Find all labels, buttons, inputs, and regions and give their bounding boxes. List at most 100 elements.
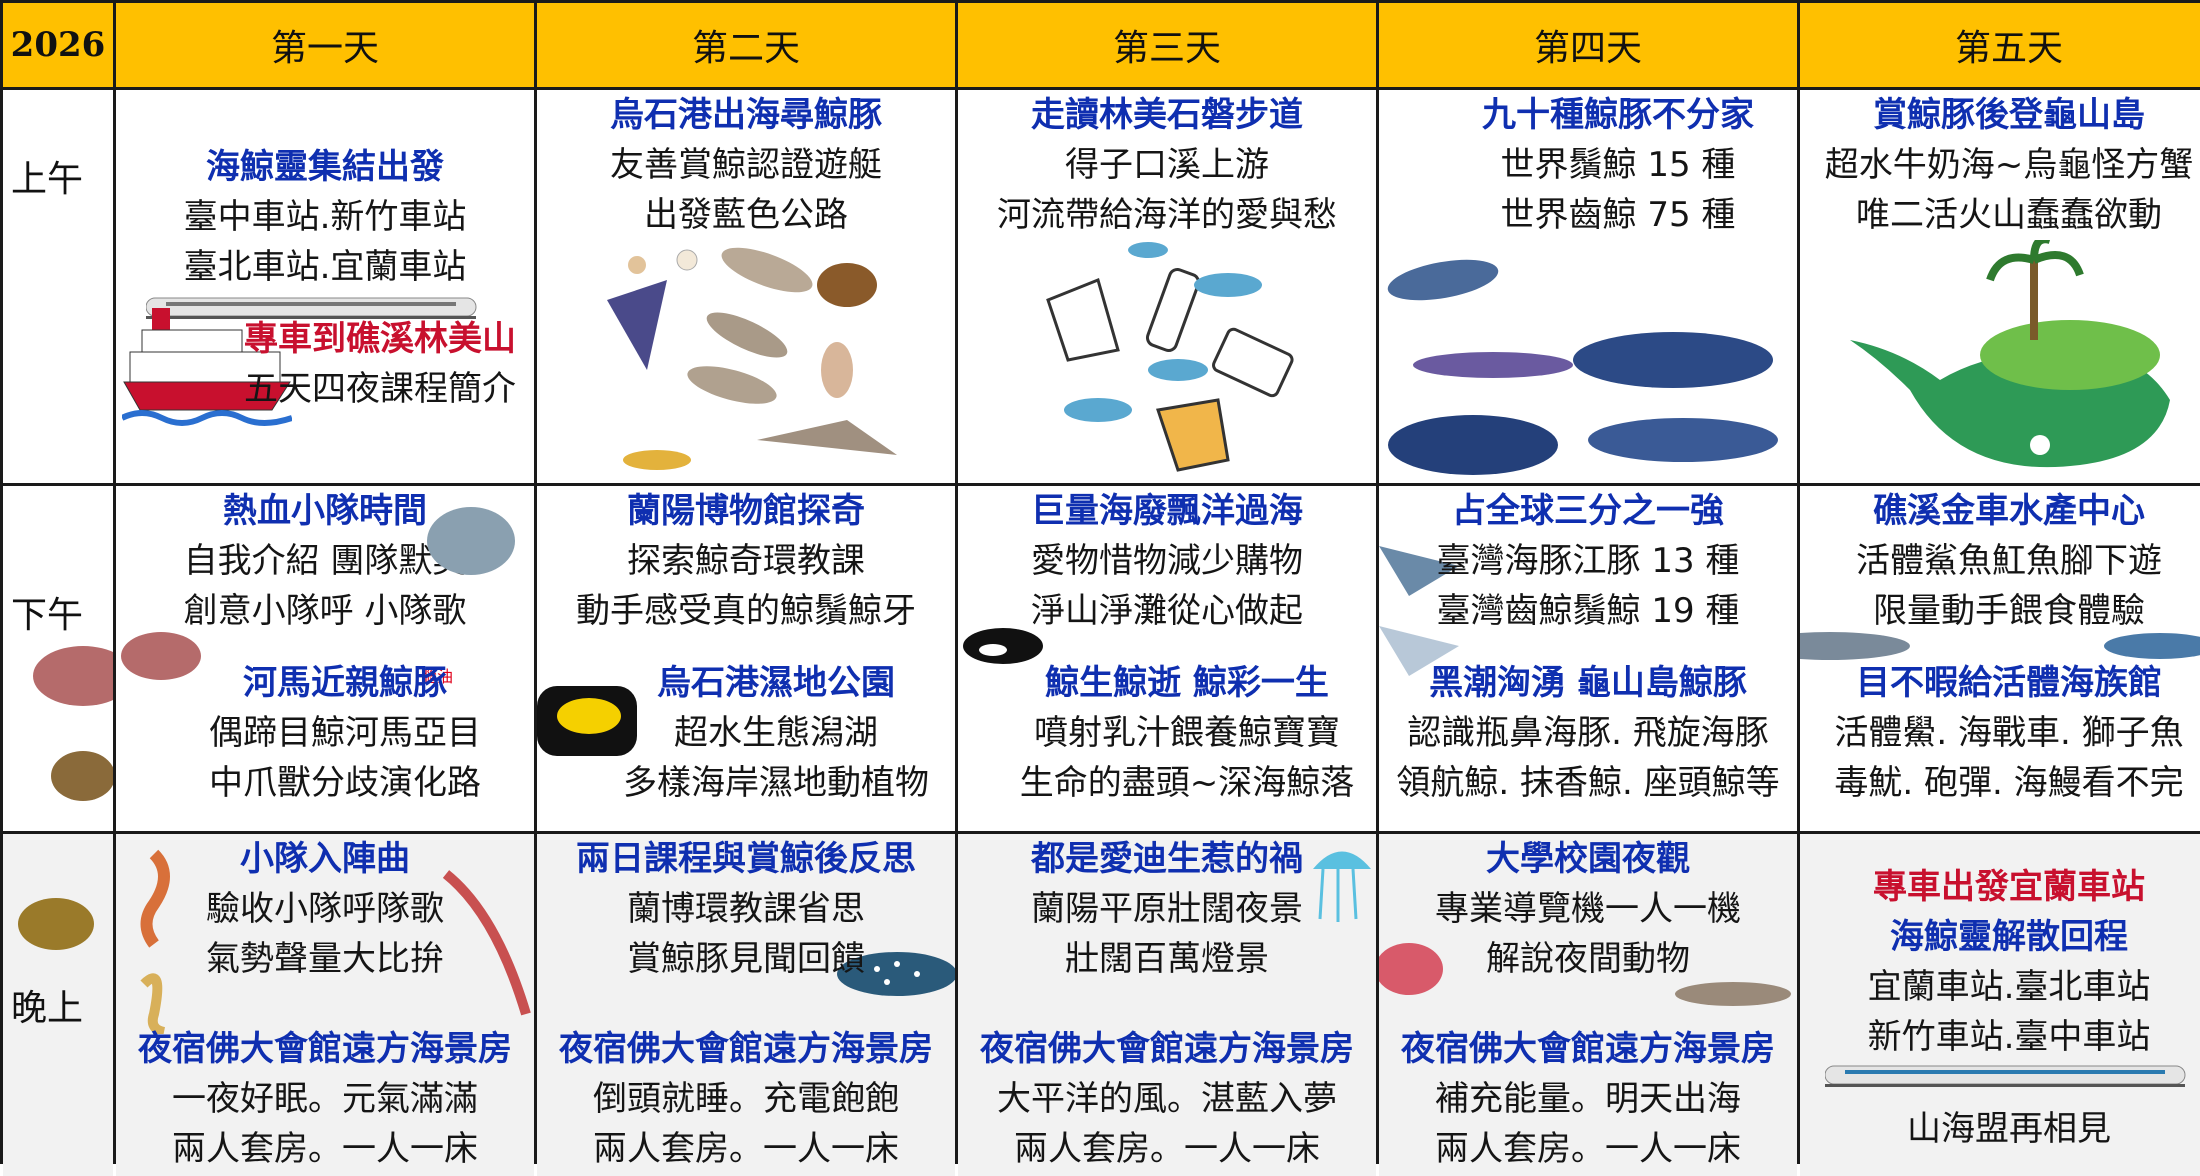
- morning-day3: 走讀林美石磐步道 得子口溪上游 河流帶給海洋的愛與愁: [958, 90, 1376, 483]
- evening-day5: 專車出發宜蘭車站 海鯨靈解散回程 宜蘭車站.臺北車站 新竹車站.臺中車站 山海盟…: [1800, 834, 2200, 1176]
- evening-day3-line4: 兩人套房。一人一床: [1014, 1129, 1320, 1169]
- whale-shark-icon: [837, 952, 955, 996]
- jellyfish-icon: [1313, 851, 1371, 922]
- afternoon-day4-line3: 認識瓶鼻海豚. 飛旋海豚: [1407, 713, 1769, 753]
- afternoon-day5-line1: 活體鯊魚魟魚腳下遊: [1856, 541, 2162, 581]
- row-label-evening: 晚上: [11, 988, 84, 1029]
- evening-day2-line2: 賞鯨豚見聞回饋: [627, 939, 865, 979]
- evening-day3-line1: 蘭陽平原壯闊夜景: [1031, 889, 1303, 929]
- afternoon-day5-line3: 活體鱟. 海戰車. 獅子魚: [1834, 713, 2184, 753]
- sunfish-icon: [427, 507, 515, 575]
- afternoon-day1-title2: 河馬近親鯨豚: [243, 663, 447, 703]
- evening-day4-title2: 夜宿佛大會館遠方海景房: [1401, 1029, 1775, 1069]
- evening-day1-line3: 一夜好眠。元氣滿滿: [172, 1079, 478, 1119]
- afternoon-day3-line1: 愛物惜物減少購物: [1031, 541, 1303, 581]
- morning-day1-title2: 專車到礁溪林美山: [244, 319, 516, 359]
- afternoon-day2-line2: 動手感受真的鯨鬚鯨牙: [576, 591, 916, 631]
- manta-ray-icon: [1379, 546, 1459, 676]
- morning-day5-line2: 唯二活火山蠢蠢欲動: [1856, 195, 2162, 235]
- afternoon-day4-line4: 領航鯨. 抹香鯨. 座頭鯨等: [1396, 763, 1780, 803]
- morning-day2: 烏石港出海尋鯨豚 友善賞鯨認證遊艇 出發藍色公路: [537, 90, 955, 483]
- evening-day2-title: 兩日課程與賞鯨後反思: [576, 839, 916, 879]
- morning-day3-title: 走讀林美石磐步道: [1031, 95, 1303, 135]
- evening-day4-title: 大學校園夜觀: [1486, 839, 1690, 879]
- afternoon-day5: 礁溪金車水產中心 活體鯊魚魟魚腳下遊 限量動手餵食體驗 目不暇給活體海族館 活體…: [1800, 486, 2200, 831]
- morning-day2-line1: 友善賞鯨認證遊艇: [610, 145, 882, 185]
- evening-day3-title2: 夜宿佛大會館遠方海景房: [980, 1029, 1354, 1069]
- evening-day1-line4: 兩人套房。一人一床: [172, 1129, 478, 1169]
- train-icon: [146, 297, 477, 319]
- afternoon-day4-title2: 黑潮洶湧 龜山島鯨豚: [1429, 663, 1747, 703]
- shark-icon: [1800, 632, 1910, 660]
- train-icon-2: [1825, 1065, 2186, 1087]
- morning-day4-line1: 世界鬚鯨 15 種: [1500, 145, 1736, 185]
- afternoon-day1-line1: 自我介紹 團隊默契: [183, 541, 467, 581]
- marine-animals-illustration: [607, 247, 897, 470]
- evening-day2-line1: 蘭博環教課省思: [627, 889, 865, 929]
- morning-day2-line2: 出發藍色公路: [644, 195, 848, 235]
- row-label-morning-cell: 上午: [3, 90, 113, 483]
- evening-day3-title: 都是愛迪生惹的禍: [1031, 839, 1303, 879]
- hammerhead-shark-icon: [1675, 982, 1791, 1006]
- evening-day5-line3: 山海盟再相見: [1907, 1109, 2111, 1149]
- evening-day2-line4: 兩人套房。一人一床: [593, 1129, 899, 1169]
- row-label-afternoon-cell: 下午: [3, 486, 113, 831]
- morning-day5-title: 賞鯨豚後登龜山島: [1873, 95, 2145, 135]
- evening-day5-title: 專車出發宜蘭車站: [1873, 867, 2145, 907]
- evening-day1-title: 小隊入陣曲: [240, 839, 410, 879]
- afternoon-day1-line3: 偶蹄目鯨河馬亞目: [209, 713, 481, 753]
- oarfish-icon: [442, 870, 531, 1016]
- turtle-island-whale-illustration: [1850, 240, 2170, 468]
- morning-day5: 賞鯨豚後登龜山島 超水牛奶海~烏龜怪方蟹 唯二活火山蠢蠢欲動: [1800, 90, 2200, 483]
- day-3-header: 第三天: [958, 3, 1376, 87]
- evening-day3-line2: 壯闊百萬燈景: [1065, 939, 1269, 979]
- row-label-afternoon: 下午: [11, 595, 84, 636]
- evening-day3-line3: 大平洋的風。湛藍入夢: [997, 1079, 1337, 1119]
- afternoon-day3-line3: 噴射乳汁餵養鯨寶寶: [1034, 713, 1340, 753]
- evening-day3: 都是愛迪生惹的禍 蘭陽平原壯闊夜景 壯闊百萬燈景 夜宿佛大會館遠方海景房 大平洋…: [958, 834, 1376, 1176]
- evening-day5-line2: 新竹車站.臺中車站: [1867, 1017, 2151, 1057]
- morning-day1-title: 海鯨靈集結出發: [206, 147, 444, 187]
- evening-day2: 兩日課程與賞鯨後反思 蘭博環教課省思 賞鯨豚見聞回饋 夜宿佛大會館遠方海景房 倒…: [537, 834, 955, 1176]
- morning-day2-title: 烏石港出海尋鯨豚: [610, 95, 882, 135]
- day-1-header: 第一天: [116, 3, 534, 87]
- evening-day4-line1: 專業導覽機一人一機: [1435, 889, 1741, 929]
- morning-day3-line2: 河流帶給海洋的愛與愁: [997, 195, 1337, 235]
- afternoon-day3-title: 巨量海廢飄洋過海: [1031, 491, 1303, 531]
- afternoon-day1-line4: 中爪獸分歧演化路: [209, 763, 481, 803]
- shark-icon-2: [2104, 633, 2200, 659]
- hippo-icon: [121, 632, 201, 680]
- afternoon-day5-title: 礁溪金車水產中心: [1873, 491, 2145, 531]
- afternoon-day4-title: 占全球三分之一強: [1452, 491, 1724, 531]
- sperm-whale-head-icon: [537, 686, 637, 756]
- morning-day1: 海鯨靈集結出發 臺中車站.新竹車站 臺北車站.宜蘭車站 專車到礁溪林美山 五天四…: [116, 90, 534, 483]
- evening-day5-title-b: 海鯨靈解散回程: [1890, 917, 2128, 957]
- ocean-trash-illustration: [1046, 242, 1294, 472]
- evening-day4-line3: 補充能量。明天出海: [1435, 1079, 1741, 1119]
- afternoon-day3: 巨量海廢飄洋過海 愛物惜物減少購物 淨山淨灘從心做起 鯨生鯨逝 鯨彩一生 噴射乳…: [958, 486, 1376, 831]
- afternoon-day2-line3: 超水生態潟湖: [674, 713, 878, 753]
- evening-day1: 小隊入陣曲 驗收小隊呼隊歌 氣勢聲量大比拚 夜宿佛大會館遠方海景房 一夜好眠。元…: [116, 834, 534, 1176]
- afternoon-day2-title: 蘭陽博物館探奇: [627, 491, 865, 531]
- afternoon-day5-line2: 限量動手餵食體驗: [1873, 591, 2145, 631]
- afternoon-day1: 熱血小隊時間 自我介紹 團隊默契 創意小隊呼 小隊歌 腦油 河馬近親鯨豚 偶蹄目…: [116, 486, 534, 831]
- morning-day4-title: 九十種鯨豚不分家: [1482, 95, 1754, 135]
- day-4-header: 第四天: [1379, 3, 1797, 87]
- afternoon-day1-line2: 創意小隊呼 小隊歌: [183, 591, 467, 631]
- day-2-header: 第二天: [537, 3, 955, 87]
- morning-day1-line2: 臺北車站.宜蘭車站: [183, 247, 467, 287]
- frogfish-icon: [18, 898, 94, 950]
- afternoon-day4-line1: 臺灣海豚江豚 13 種: [1436, 541, 1740, 581]
- evening-day5-line1: 宜蘭車站.臺北車站: [1867, 967, 2151, 1007]
- morning-day3-line1: 得子口溪上游: [1065, 145, 1269, 185]
- whale-species-illustration: [1387, 259, 1778, 475]
- morning-day5-line1: 超水牛奶海~烏龜怪方蟹: [1824, 145, 2194, 185]
- evening-day2-title2: 夜宿佛大會館遠方海景房: [559, 1029, 933, 1069]
- morning-day1-line3: 五天四夜課程簡介: [244, 369, 516, 409]
- row-label-evening-cell: 晚上: [3, 834, 113, 1176]
- row-label-morning: 上午: [11, 159, 84, 200]
- evening-day2-line3: 倒頭就睡。充電飽飽: [593, 1079, 899, 1119]
- afternoon-day1-title: 熱血小隊時間: [223, 491, 427, 531]
- anglerfish-icon: [1379, 943, 1443, 995]
